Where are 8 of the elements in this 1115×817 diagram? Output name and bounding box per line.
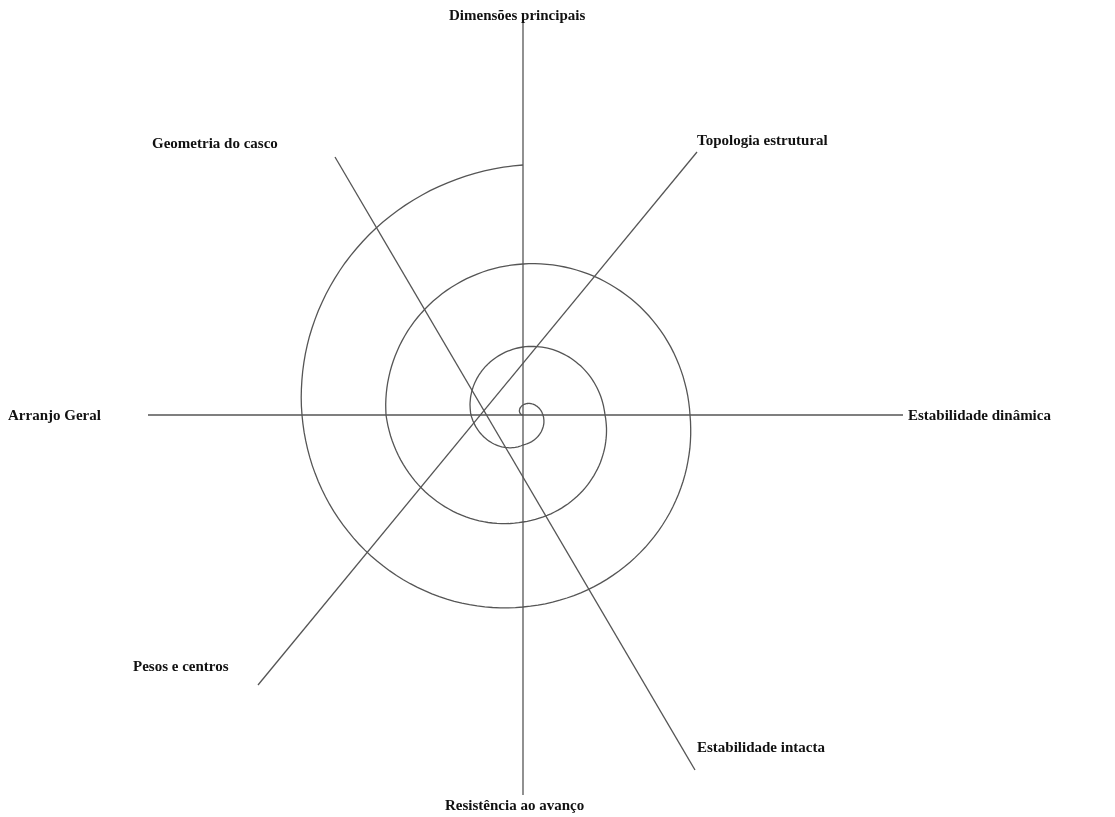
axis-label: Arranjo Geral bbox=[8, 406, 101, 424]
axis-label: Topologia estrutural bbox=[697, 131, 828, 149]
axis-label: Estabilidade dinâmica bbox=[908, 406, 1051, 424]
axis-label: Geometria do casco bbox=[152, 134, 278, 152]
axis-label: Dimensões principais bbox=[449, 6, 586, 24]
axis-label: Estabilidade intacta bbox=[697, 738, 825, 756]
axis-label: Pesos e centros bbox=[133, 657, 229, 675]
axis-label: Resistência ao avanço bbox=[445, 796, 585, 814]
